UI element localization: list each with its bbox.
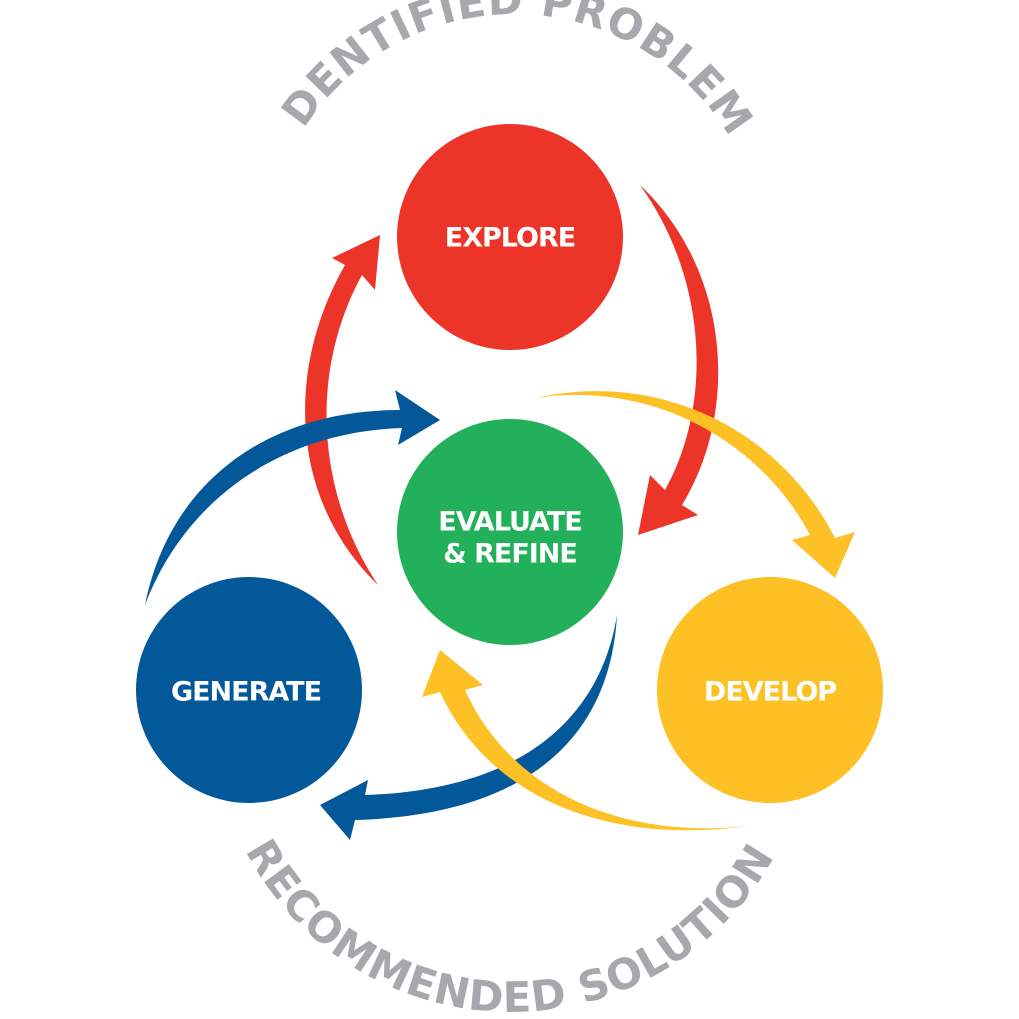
yellow-arrow-bottom-icon (422, 650, 748, 831)
red-arrow-right-icon (638, 185, 719, 535)
evaluate-label: EVALUATE (438, 507, 581, 538)
red-arrow-left-icon (305, 235, 380, 585)
node-generate[interactable]: GENERATE (136, 577, 362, 803)
node-explore[interactable]: EXPLORE (397, 124, 623, 350)
refine-label: & REFINE (443, 539, 577, 570)
yellow-arrow-top-icon (535, 391, 855, 578)
identified-problem-label: IDENTIFIED PROBLEM (0, 0, 763, 144)
explore-label: EXPLORE (445, 223, 575, 254)
develop-label: DEVELOP (704, 677, 836, 708)
blue-arrow-bottom-icon (320, 615, 617, 840)
blue-arrow-top-icon (145, 390, 440, 605)
generate-label: GENERATE (171, 677, 321, 708)
recommended-solution-label: RECOMMENDED SOLUTION (236, 831, 783, 1019)
node-develop[interactable]: DEVELOP (657, 577, 883, 803)
node-evaluate-refine[interactable]: EVALUATE & REFINE (397, 419, 623, 645)
